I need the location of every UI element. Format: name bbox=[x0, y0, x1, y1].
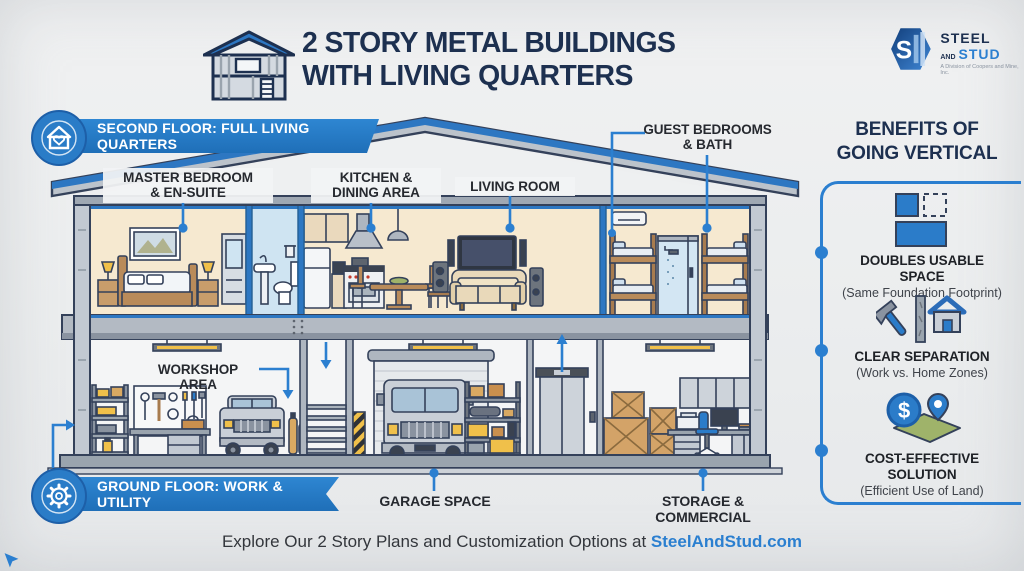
label-kitchen-dining: KITCHEN & DINING AREA bbox=[311, 168, 441, 203]
benefits-panel-border bbox=[820, 181, 1021, 505]
footer-website-link[interactable]: SteelAndStud.com bbox=[650, 532, 803, 551]
second-floor-banner-label: SECOND FLOOR: FULL LIVING QUARTERS bbox=[97, 120, 310, 152]
workshop-area bbox=[91, 384, 307, 458]
leader-lines bbox=[51, 131, 712, 491]
label-storage-commercial: STORAGE & COMMERCIAL bbox=[655, 493, 751, 525]
steel-and-stud-logo-mark: S bbox=[891, 28, 931, 70]
stacked-floors-icon bbox=[895, 193, 947, 247]
ensuite-bathroom bbox=[221, 233, 299, 305]
header-building-icon bbox=[203, 30, 295, 101]
office-corner bbox=[667, 377, 761, 458]
hammer-house-icon bbox=[876, 295, 967, 343]
second-floor-badge bbox=[31, 110, 87, 166]
logo-letter: S bbox=[896, 37, 912, 64]
label-guest-bedrooms: GUEST BEDROOMS & BATH bbox=[643, 122, 772, 153]
brand-logo: S STEEL AND STUD A Division of Coopers a… bbox=[876, 18, 1024, 80]
floor-slab bbox=[61, 314, 769, 340]
ground-floor-banner: GROUND FLOOR: WORK & UTILITY bbox=[57, 477, 339, 511]
foundation-slab bbox=[47, 454, 783, 475]
dollar-map-icon: $ bbox=[886, 392, 961, 443]
elevator bbox=[526, 338, 604, 456]
footer-cta: Explore Our 2 Story Plans and Customizat… bbox=[0, 532, 1024, 569]
benefit-bullet-3 bbox=[815, 444, 828, 457]
benefit-bullet-1 bbox=[815, 246, 828, 259]
guest-bedrooms bbox=[609, 211, 749, 316]
logo-tagline: A Division of Coopers and Mine, Inc. bbox=[940, 64, 1019, 76]
benefit-item-doubles-space: DOUBLES USABLE SPACE (Same Foundation Fo… bbox=[826, 192, 1018, 301]
benefits-heading: BENEFITS OF GOING VERTICAL bbox=[836, 119, 998, 164]
footer-text: Explore Our 2 Story Plans and Customizat… bbox=[221, 532, 651, 551]
benefit-bullet-2 bbox=[815, 344, 828, 357]
ground-floor-badge bbox=[31, 468, 87, 524]
master-bedroom bbox=[97, 227, 219, 307]
roof bbox=[50, 116, 800, 198]
title-line-2: WITH LIVING QUARTERS bbox=[302, 60, 633, 92]
cursor-icon bbox=[4, 553, 19, 568]
dollar-glyph: $ bbox=[898, 398, 910, 423]
label-master-bedroom: MASTER BEDROOM & EN-SUITE bbox=[103, 168, 273, 203]
second-floor-banner: SECOND FLOOR: FULL LIVING QUARTERS bbox=[57, 119, 379, 153]
benefit-item-cost-effective: $ COST-EFFECTIVE SOLUTION (Efficient Use… bbox=[826, 390, 1018, 499]
logo-word-steel: STEEL bbox=[940, 30, 991, 46]
benefit-item-clear-separation: CLEAR SEPARATION (Work vs. Home Zones) bbox=[826, 292, 1018, 381]
page-title: 2 STORY METAL BUILDINGS WITH LIVING QUAR… bbox=[302, 27, 676, 93]
title-line-1: 2 STORY METAL BUILDINGS bbox=[302, 27, 676, 59]
logo-word-and: AND bbox=[940, 54, 956, 61]
label-workshop-area: WORKSHOP AREA bbox=[157, 362, 239, 393]
gear-icon bbox=[41, 478, 77, 514]
logo-word-stud: STUD bbox=[958, 46, 1001, 62]
living-room bbox=[427, 235, 544, 311]
ground-floor-banner-label: GROUND FLOOR: WORK & UTILITY bbox=[97, 478, 283, 510]
house-heart-icon bbox=[41, 120, 77, 156]
label-garage-space: GARAGE SPACE bbox=[379, 493, 491, 509]
label-living-room: LIVING ROOM bbox=[455, 177, 575, 197]
